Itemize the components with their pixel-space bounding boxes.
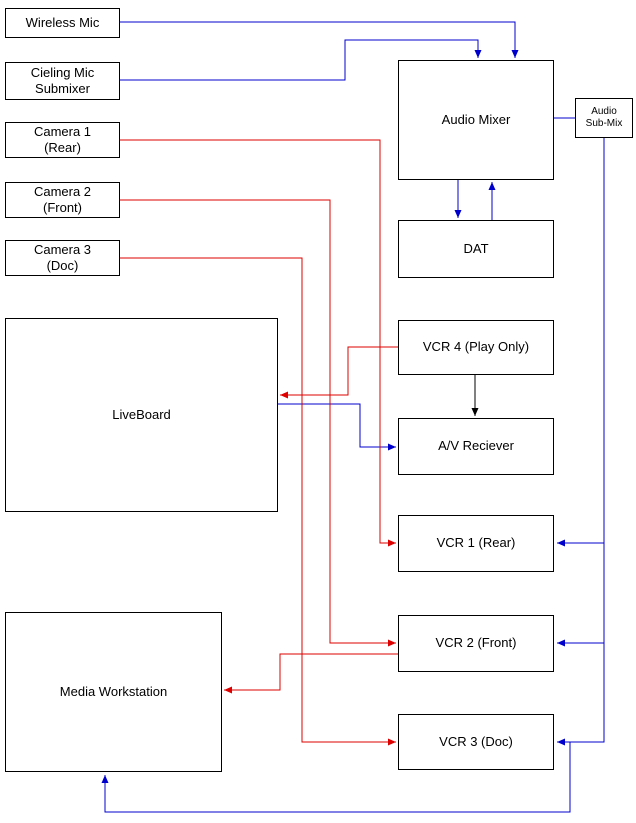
ceiling-mic-submixer-label: Cieling Mic Submixer (30, 64, 95, 96)
camera-2: Camera 2 (Front) (5, 182, 120, 218)
edge-camera-3-to-vcr-3 (120, 257, 396, 746)
audio-sub-mix-label: Audio Sub-Mix (585, 106, 623, 129)
camera-1: Camera 1 (Rear) (5, 122, 120, 158)
wireless-mic: Wireless Mic (5, 8, 120, 38)
liveboard: LiveBoard (5, 318, 278, 512)
vcr-3-label: VCR 3 (Doc) (439, 733, 513, 749)
vcr-1: VCR 1 (Rear) (398, 515, 554, 572)
ceiling-mic-submixer: Cieling Mic Submixer (5, 62, 120, 100)
camera-3: Camera 3 (Doc) (5, 240, 120, 276)
edge-vcr-4-to-liveboard (280, 346, 398, 399)
audio-mixer-label: Audio Mixer (441, 111, 511, 127)
liveboard-label: LiveBoard (112, 406, 171, 422)
edge-ceiling-mic-to-audio-mixer (120, 39, 482, 81)
edge-audio-feed-to-media-workstation (101, 742, 571, 813)
edge-camera-1-to-vcr-1 (120, 139, 396, 547)
dat: DAT (398, 220, 554, 278)
camera-3-label: Camera 3 (Doc) (33, 241, 92, 273)
vcr-2: VCR 2 (Front) (398, 615, 554, 672)
dat-label: DAT (463, 240, 489, 256)
camera-2-label: Camera 2 (Front) (33, 183, 92, 215)
av-receiver-label: A/V Reciever (438, 438, 514, 454)
av-receiver: A/V Reciever (398, 418, 554, 475)
vcr-3: VCR 3 (Doc) (398, 714, 554, 770)
edge-vcr-2-to-media-workstation (224, 653, 398, 694)
edge-camera-2-to-vcr-2 (120, 199, 396, 647)
audio-sub-mix: Audio Sub-Mix (575, 98, 633, 138)
media-workstation-label: Media Workstation (59, 683, 168, 699)
edge-audio-sub-mix-to-vcr-3 (557, 138, 605, 746)
vcr-4-label: VCR 4 (Play Only) (422, 339, 530, 355)
vcr-1-label: VCR 1 (Rear) (436, 535, 516, 551)
vcr-4: VCR 4 (Play Only) (398, 320, 554, 375)
audio-mixer: Audio Mixer (398, 60, 554, 180)
vcr-2-label: VCR 2 (Front) (435, 635, 517, 651)
wireless-mic-label: Wireless Mic (25, 14, 100, 30)
edge-wireless-mic-to-audio-mixer (120, 21, 519, 58)
edge-liveboard-to-av-receiver (278, 403, 396, 451)
camera-1-label: Camera 1 (Rear) (33, 123, 92, 155)
media-workstation: Media Workstation (5, 612, 222, 772)
